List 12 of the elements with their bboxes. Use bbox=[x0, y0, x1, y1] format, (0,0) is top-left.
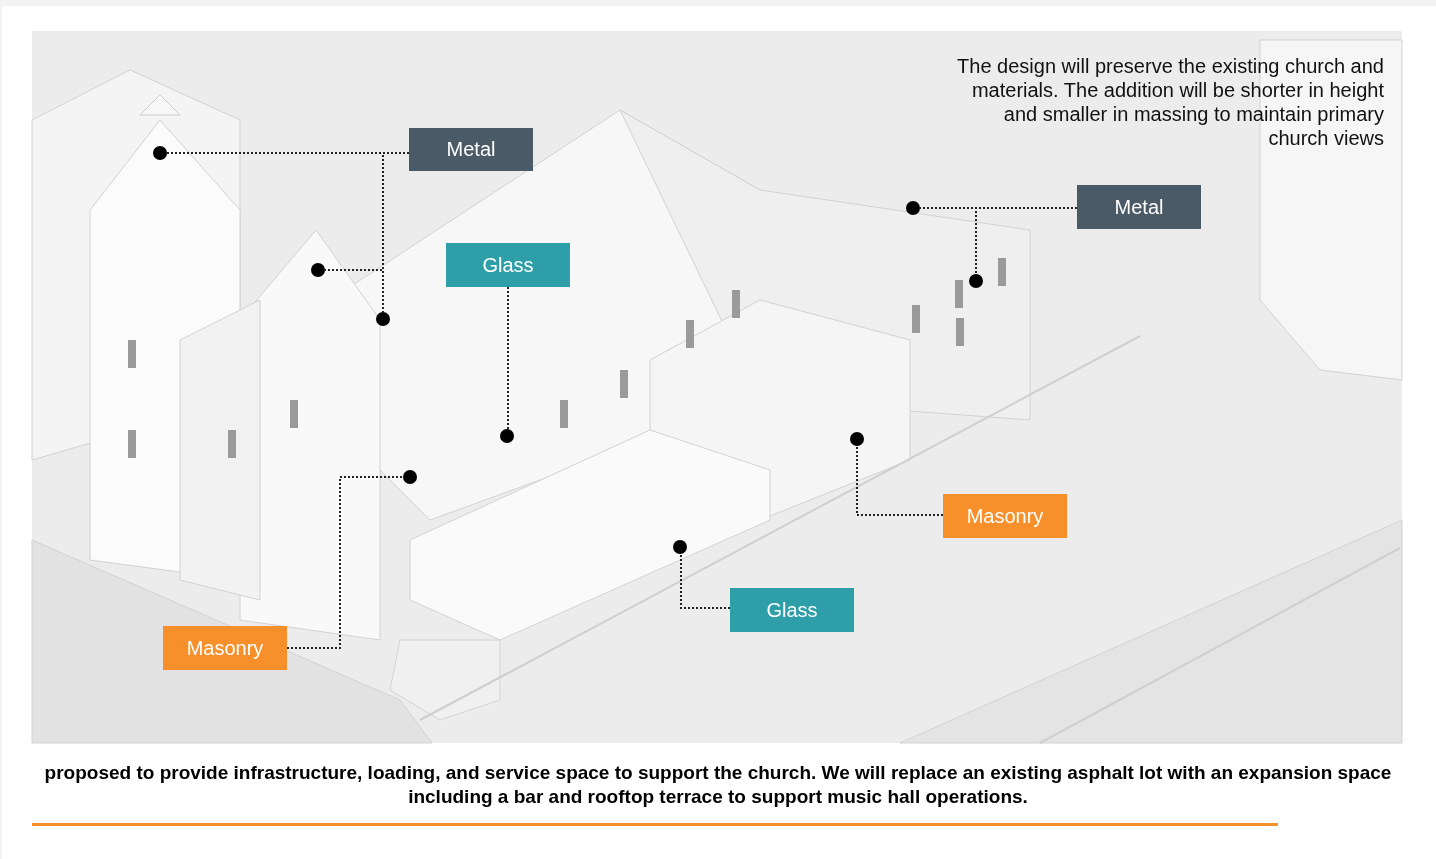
caption-text: proposed to provide infrastructure, loading, and service space to support the church. We will replace an existing asphalt lot with an expansion space including a bar and rooftop terrace to support music hall operations. bbox=[43, 761, 1393, 809]
note-text: The design will preserve the existing church and materials. The addition will be shorter in height and smaller in massing to maintain primary church views bbox=[956, 54, 1384, 150]
leader-line bbox=[507, 286, 509, 430]
material-tag: Masonry bbox=[163, 626, 287, 670]
leader-line bbox=[856, 445, 944, 516]
material-tag: Glass bbox=[446, 243, 570, 287]
leader-line bbox=[680, 553, 731, 609]
material-tag: Glass bbox=[730, 588, 854, 632]
material-tag: Metal bbox=[1077, 185, 1201, 229]
material-tag: Masonry bbox=[943, 494, 1067, 538]
material-tag: Metal bbox=[409, 128, 533, 171]
leader-line bbox=[382, 152, 410, 313]
